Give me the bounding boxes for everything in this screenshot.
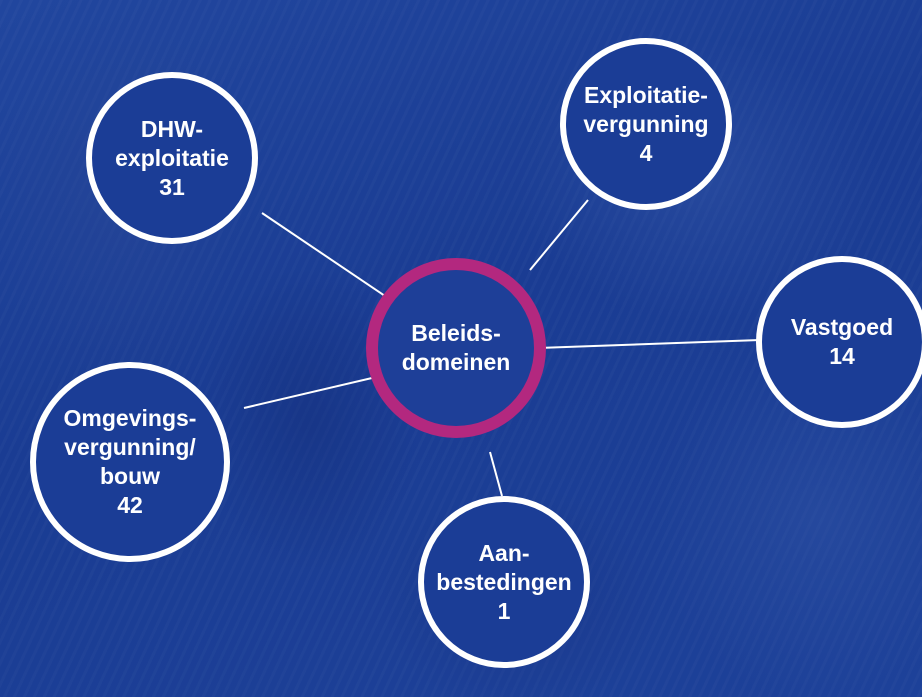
domain-node-label: Vastgoed 14: [785, 313, 899, 371]
domain-node-label: DHW- exploitatie 31: [109, 115, 235, 202]
connector-aanbestedingen: [489, 451, 503, 497]
domain-node-exploitatievergunning: Exploitatie- vergunning 4: [560, 38, 732, 210]
domain-node-omgevingsvergunning-bouw: Omgevings- vergunning/ bouw 42: [30, 362, 230, 562]
domain-label-line1: Omgevings-: [63, 405, 197, 431]
domain-label-line1: Aan-: [478, 539, 530, 566]
domain-count: 14: [829, 343, 855, 369]
domain-label-line1: Vastgoed: [790, 314, 894, 340]
domain-label-line1: Exploitatie-: [584, 81, 708, 108]
connector-exploitatievergunning: [529, 199, 589, 271]
domain-count: 42: [117, 492, 143, 518]
domain-label-line2: exploitatie: [115, 144, 229, 171]
connector-omgevingsvergunning: [243, 377, 373, 409]
center-node-beleidsdomeinen: Beleids- domeinen: [366, 258, 546, 438]
center-node-label: Beleids- domeinen: [396, 319, 517, 377]
connector-vastgoed: [537, 339, 761, 349]
domain-label-line3: bouw: [99, 463, 161, 489]
domain-count: 1: [497, 597, 511, 624]
center-label-line1: Beleids-: [411, 320, 501, 346]
connector-dhw-exploitatie: [261, 212, 389, 299]
domain-node-label: Exploitatie- vergunning 4: [577, 81, 714, 168]
domain-count: 4: [639, 139, 653, 166]
domain-node-label: Aan- bestedingen 1: [430, 539, 577, 626]
center-label-line2: domeinen: [401, 349, 511, 375]
domain-node-vastgoed: Vastgoed 14: [756, 256, 922, 428]
domain-label-line2: bestedingen: [436, 568, 572, 595]
domain-count: 31: [159, 173, 185, 200]
domain-node-label: Omgevings- vergunning/ bouw 42: [58, 404, 203, 520]
domain-node-aanbestedingen: Aan- bestedingen 1: [418, 496, 590, 668]
domain-label-line1: DHW-: [140, 115, 204, 142]
domain-node-dhw-exploitatie: DHW- exploitatie 31: [86, 72, 258, 244]
domain-label-line2: vergunning: [583, 110, 709, 137]
domain-label-line2: vergunning/: [64, 434, 196, 460]
